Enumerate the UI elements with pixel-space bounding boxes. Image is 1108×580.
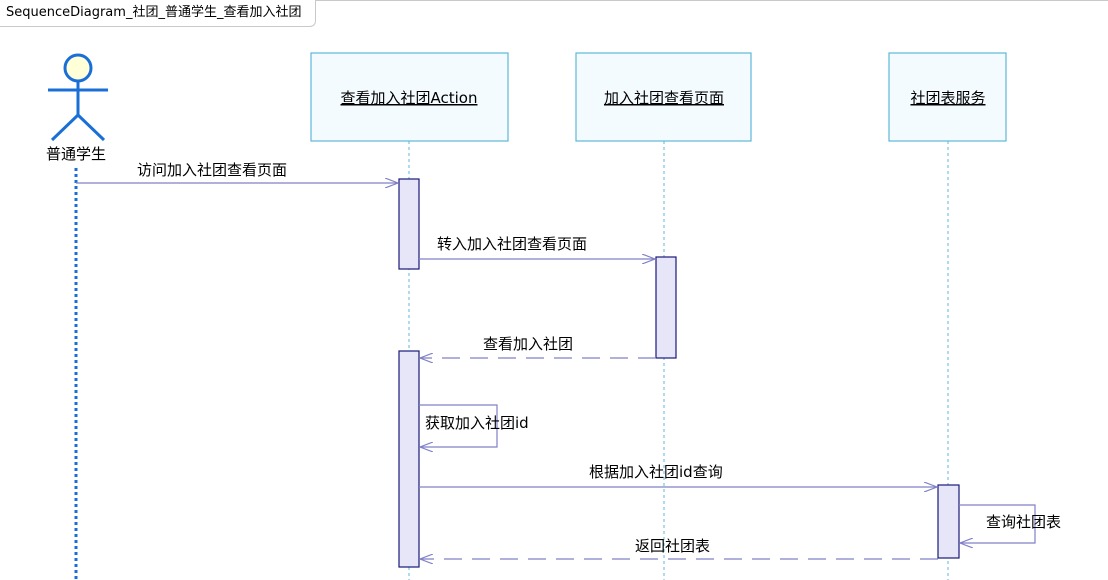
message-4-line [419, 404, 498, 447]
diagram-title: SequenceDiagram_社团_普通学生_查看加入社团 [6, 5, 302, 20]
message-4-label: 获取加入社团id [425, 414, 529, 432]
actor-student[interactable]: 普通学生 [46, 53, 108, 163]
message-7-label: 返回社团表 [635, 537, 710, 555]
tab-top-rule [0, 0, 1108, 1]
message-3-label: 查看加入社团 [483, 335, 573, 353]
message-6-line [959, 504, 1036, 543]
message-4[interactable]: 获取加入社团id [419, 404, 529, 447]
message-2[interactable]: 转入加入社团查看页面 [419, 235, 655, 259]
actor-name: 普通学生 [46, 145, 106, 163]
actor-left-leg [50, 113, 80, 142]
lifeline-service[interactable]: 社团表服务 [888, 52, 1007, 142]
lifeline-label-service: 社团表服务 [910, 89, 985, 107]
actor-head [63, 53, 93, 83]
actor-right-leg [76, 113, 106, 142]
diagram-tab[interactable]: SequenceDiagram_社团_普通学生_查看加入社团 [0, 0, 317, 27]
message-5-label: 根据加入社团id查询 [589, 463, 723, 481]
message-2-label: 转入加入社团查看页面 [437, 235, 587, 253]
message-3[interactable]: 查看加入社团 [420, 335, 656, 358]
message-7[interactable]: 返回社团表 [420, 537, 938, 559]
lifeline-box-action [310, 52, 509, 142]
message-1-label: 访问加入社团查看页面 [137, 161, 287, 179]
activation-page-1 [655, 256, 677, 359]
lifeline-label-action: 查看加入社团Action [341, 89, 478, 107]
activation-action-1 [398, 178, 420, 270]
activation-service-1 [937, 484, 960, 559]
lifeline-page[interactable]: 加入社团查看页面 [575, 52, 752, 142]
lifeline-action[interactable]: 查看加入社团Action [310, 52, 509, 142]
message-5[interactable]: 根据加入社团id查询 [419, 463, 937, 487]
message-6-label: 查询社团表 [986, 513, 1061, 531]
lifeline-label-page: 加入社团查看页面 [604, 89, 724, 107]
message-6[interactable]: 查询社团表 [959, 504, 1061, 543]
activation-action-2 [398, 350, 420, 568]
lifeline-box-service [888, 52, 1007, 142]
message-1[interactable]: 访问加入社团查看页面 [76, 161, 398, 183]
